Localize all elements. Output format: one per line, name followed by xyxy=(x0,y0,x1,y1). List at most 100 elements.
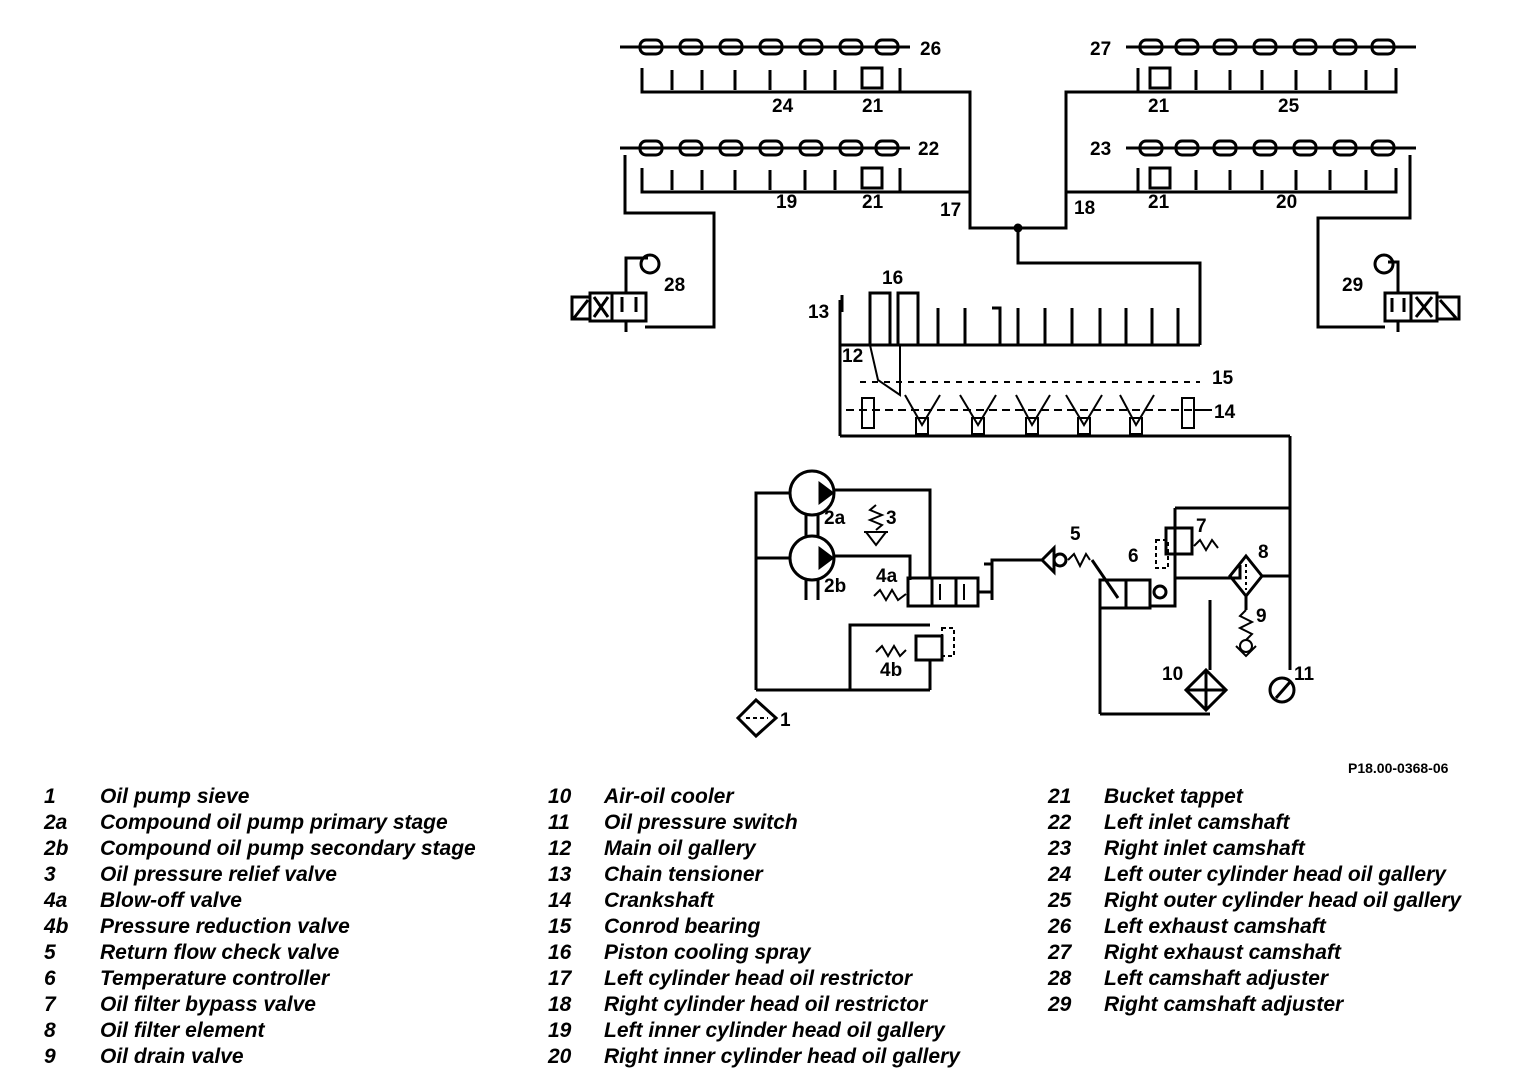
oil-filter-bypass-valve xyxy=(1150,506,1290,608)
legend-item-number: 20 xyxy=(548,1045,572,1068)
legend-item-text: Oil pump sieve xyxy=(100,785,250,808)
legend-item-number: 24 xyxy=(1048,863,1072,886)
legend-item: 17 Left cylinder head oil restrictor xyxy=(548,966,960,992)
legend-item-number: 3 xyxy=(44,863,56,886)
legend-item-text: Air-oil cooler xyxy=(604,785,734,808)
legend-item-number: 28 xyxy=(1048,967,1072,990)
legend-item-text: Right inlet camshaft xyxy=(1104,837,1305,860)
figure-reference: P18.00-0368-06 xyxy=(1348,760,1449,776)
legend-item-number: 4b xyxy=(44,915,69,938)
legend-item-text: Left outer cylinder head oil gallery xyxy=(1104,863,1446,886)
legend-item-number: 9 xyxy=(44,1045,56,1068)
legend-item-text: Left exhaust camshaft xyxy=(1104,915,1326,938)
label-12: 12 xyxy=(842,346,863,367)
right-exhaust-camshaft xyxy=(1126,38,1416,56)
oil-pressure-switch xyxy=(1268,676,1296,704)
label-23: 23 xyxy=(1090,139,1111,160)
legend-item-text: Left inlet camshaft xyxy=(1104,811,1290,834)
oil-pressure-relief-valve xyxy=(864,504,888,547)
legend-item-text: Crankshaft xyxy=(604,889,714,912)
legend-item: 13 Chain tensioner xyxy=(548,862,960,888)
label-17: 17 xyxy=(940,200,961,221)
legend-item: 24 Left outer cylinder head oil gallery xyxy=(1048,862,1461,888)
label-24: 24 xyxy=(772,96,794,117)
left-inner-gallery xyxy=(640,166,902,194)
legend-item: 22 Left inlet camshaft xyxy=(1048,810,1461,836)
legend-item-number: 4a xyxy=(44,889,68,912)
diagram-labels: 26 24 21 22 19 21 17 18 27 21 25 23 21 2… xyxy=(664,39,1363,731)
legend-item-text: Chain tensioner xyxy=(604,863,763,886)
legend-item: 2a Compound oil pump primary stage xyxy=(44,810,476,836)
legend-item-text: Conrod bearing xyxy=(604,915,761,938)
label-3: 3 xyxy=(886,508,897,529)
temperature-controller xyxy=(1090,559,1210,716)
legend-item-number: 13 xyxy=(548,863,572,886)
label-2a: 2a xyxy=(824,508,846,529)
legend-item-text: Oil drain valve xyxy=(100,1045,244,1068)
legend-item-text: Right outer cylinder head oil gallery xyxy=(1104,889,1462,912)
legend-item: 10 Air-oil cooler xyxy=(548,784,960,810)
legend-item-number: 26 xyxy=(1048,915,1072,938)
legend-item-number: 18 xyxy=(548,993,572,1016)
legend-item-text: Oil filter element xyxy=(100,1019,265,1042)
legend-item-number: 16 xyxy=(548,941,572,964)
right-camshaft-adjuster xyxy=(1373,253,1461,332)
legend-item-number: 17 xyxy=(548,967,572,990)
return-flow-check-valve xyxy=(1040,544,1091,576)
air-oil-cooler xyxy=(1183,600,1229,713)
legend-item-number: 22 xyxy=(1048,811,1072,834)
label-26: 26 xyxy=(920,39,941,60)
pressure-reduction-valve xyxy=(875,627,955,690)
legend-item-number: 15 xyxy=(548,915,572,938)
legend-item: 15 Conrod bearing xyxy=(548,914,960,940)
legend-item-number: 2a xyxy=(44,811,68,834)
label-21-b: 21 xyxy=(862,192,884,213)
legend-item-text: Left inner cylinder head oil gallery xyxy=(604,1019,945,1042)
legend-item-text: Temperature controller xyxy=(100,967,330,990)
label-5: 5 xyxy=(1070,524,1081,545)
label-19: 19 xyxy=(776,192,797,213)
oil-drain-valve xyxy=(1235,609,1257,658)
legend-item-text: Compound oil pump primary stage xyxy=(100,811,448,834)
label-1: 1 xyxy=(780,710,791,731)
label-2b: 2b xyxy=(824,576,846,597)
legend-item: 26 Left exhaust camshaft xyxy=(1048,914,1461,940)
legend-item-number: 7 xyxy=(44,993,56,1016)
left-exhaust-camshaft xyxy=(620,38,910,56)
right-inner-gallery xyxy=(1136,166,1398,194)
legend-item-text: Right exhaust camshaft xyxy=(1104,941,1341,964)
oil-filter-element xyxy=(1228,508,1292,670)
legend-item-number: 5 xyxy=(44,941,56,964)
legend-item-number: 2b xyxy=(44,837,69,860)
label-10: 10 xyxy=(1162,664,1183,685)
legend-item-text: Oil pressure switch xyxy=(604,811,798,834)
legend-item-number: 10 xyxy=(548,785,572,808)
legend-item-text: Right inner cylinder head oil gallery xyxy=(604,1045,960,1068)
oil-circuit-diagram: 26 24 21 22 19 21 17 18 27 21 25 23 21 2… xyxy=(570,38,1461,739)
legend-item-text: Main oil gallery xyxy=(604,837,756,860)
label-4b: 4b xyxy=(880,660,902,681)
legend-item-number: 29 xyxy=(1048,993,1072,1016)
legend-item-number: 21 xyxy=(1048,785,1072,808)
label-21-d: 21 xyxy=(1148,192,1170,213)
label-25: 25 xyxy=(1278,96,1300,117)
label-22: 22 xyxy=(918,139,939,160)
legend-item-text: Left cylinder head oil restrictor xyxy=(604,967,913,990)
label-4a: 4a xyxy=(876,566,898,587)
label-13: 13 xyxy=(808,302,829,323)
oil-pump-sieve xyxy=(735,697,779,739)
